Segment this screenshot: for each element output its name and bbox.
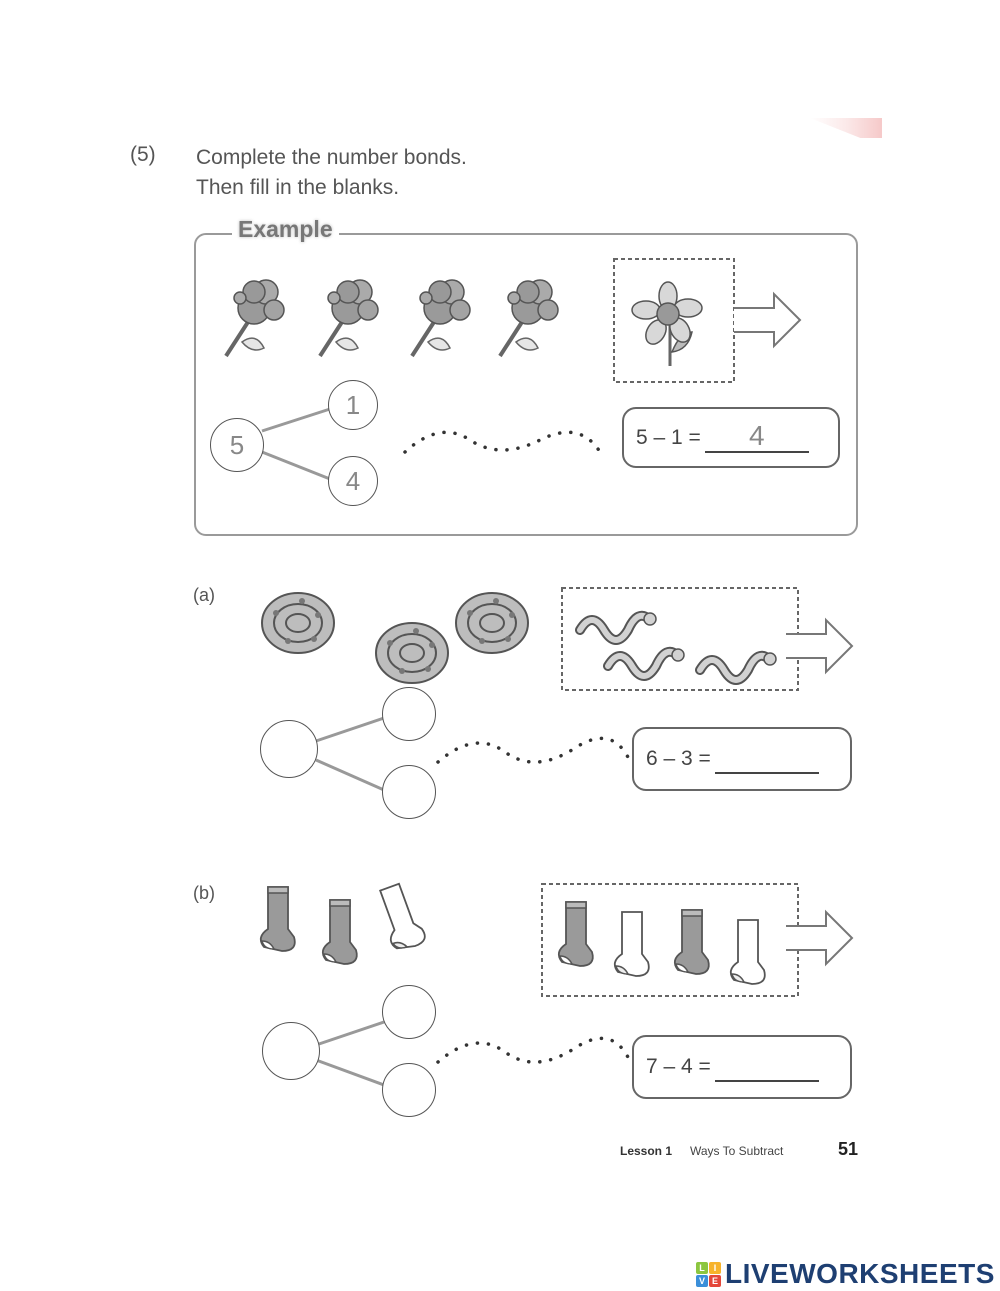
example-answer: 4	[704, 421, 809, 453]
part-a-whole-input[interactable]	[260, 720, 318, 778]
question-number: (5)	[130, 143, 156, 166]
bond-part2-circle: 4	[328, 456, 378, 506]
instruction-line-1: Complete the number bonds.	[196, 146, 467, 169]
sock-icon	[729, 919, 766, 985]
part-b-part1-input[interactable]	[382, 985, 436, 1039]
snake-icon	[700, 653, 776, 680]
sock-icon	[557, 901, 594, 967]
part-a-equation-box: 6 – 3 =	[632, 727, 852, 791]
part-a-part2-input[interactable]	[382, 765, 436, 819]
coiled-snake-icon	[455, 592, 529, 654]
instructions: Complete the number bonds. Then fill in …	[196, 143, 467, 203]
example-equation: 5 – 1 =	[636, 425, 701, 449]
sock-icon	[613, 911, 650, 977]
sock-icon	[372, 880, 429, 955]
coiled-snake-icon	[375, 622, 449, 684]
sock-icon	[259, 886, 296, 952]
part-b-label: (b)	[193, 883, 215, 903]
rose-icon	[224, 278, 286, 358]
page-number: 51	[838, 1139, 859, 1159]
part-b-whole-input[interactable]	[262, 1022, 320, 1080]
instruction-line-2: Then fill in the blanks.	[196, 176, 400, 199]
brand-name: LIVEWORKSHEETS	[725, 1258, 995, 1289]
sock-icon	[321, 899, 358, 965]
arrow-icon	[733, 293, 801, 347]
part-b-answer-input[interactable]	[714, 1052, 819, 1082]
arrow-icon	[785, 911, 853, 965]
coiled-snake-icon	[261, 592, 335, 654]
footer-title: Ways To Subtract	[690, 1144, 784, 1158]
daisy-icon	[630, 280, 704, 368]
rose-icon	[318, 278, 380, 358]
part-b-part2-input[interactable]	[382, 1063, 436, 1117]
example-box	[194, 233, 858, 536]
live-blocks-icon: L I V E	[696, 1261, 721, 1287]
rose-icon	[410, 278, 472, 358]
bond-part1-circle: 1	[328, 380, 378, 430]
rose-icon	[498, 278, 560, 358]
arrow-icon	[785, 619, 853, 673]
sock-icon	[673, 909, 710, 975]
part-a-answer-input[interactable]	[714, 744, 819, 774]
part-a-equation: 6 – 3 =	[646, 747, 711, 770]
liveworksheets-logo[interactable]: L I V E LIVEWORKSHEETS	[696, 1258, 995, 1290]
bond-whole-circle: 5	[210, 418, 264, 472]
part-a-label: (a)	[193, 585, 215, 605]
part-a-part1-input[interactable]	[382, 687, 436, 741]
footer-lesson: Lesson 1	[620, 1144, 673, 1158]
example-label: Example	[232, 216, 339, 243]
part-b-equation: 7 – 4 =	[646, 1055, 711, 1078]
snake-icon	[580, 613, 656, 640]
snake-icon	[608, 649, 684, 676]
example-equation-box: 5 – 1 = 4	[622, 407, 840, 468]
part-b-equation-box: 7 – 4 =	[632, 1035, 852, 1099]
